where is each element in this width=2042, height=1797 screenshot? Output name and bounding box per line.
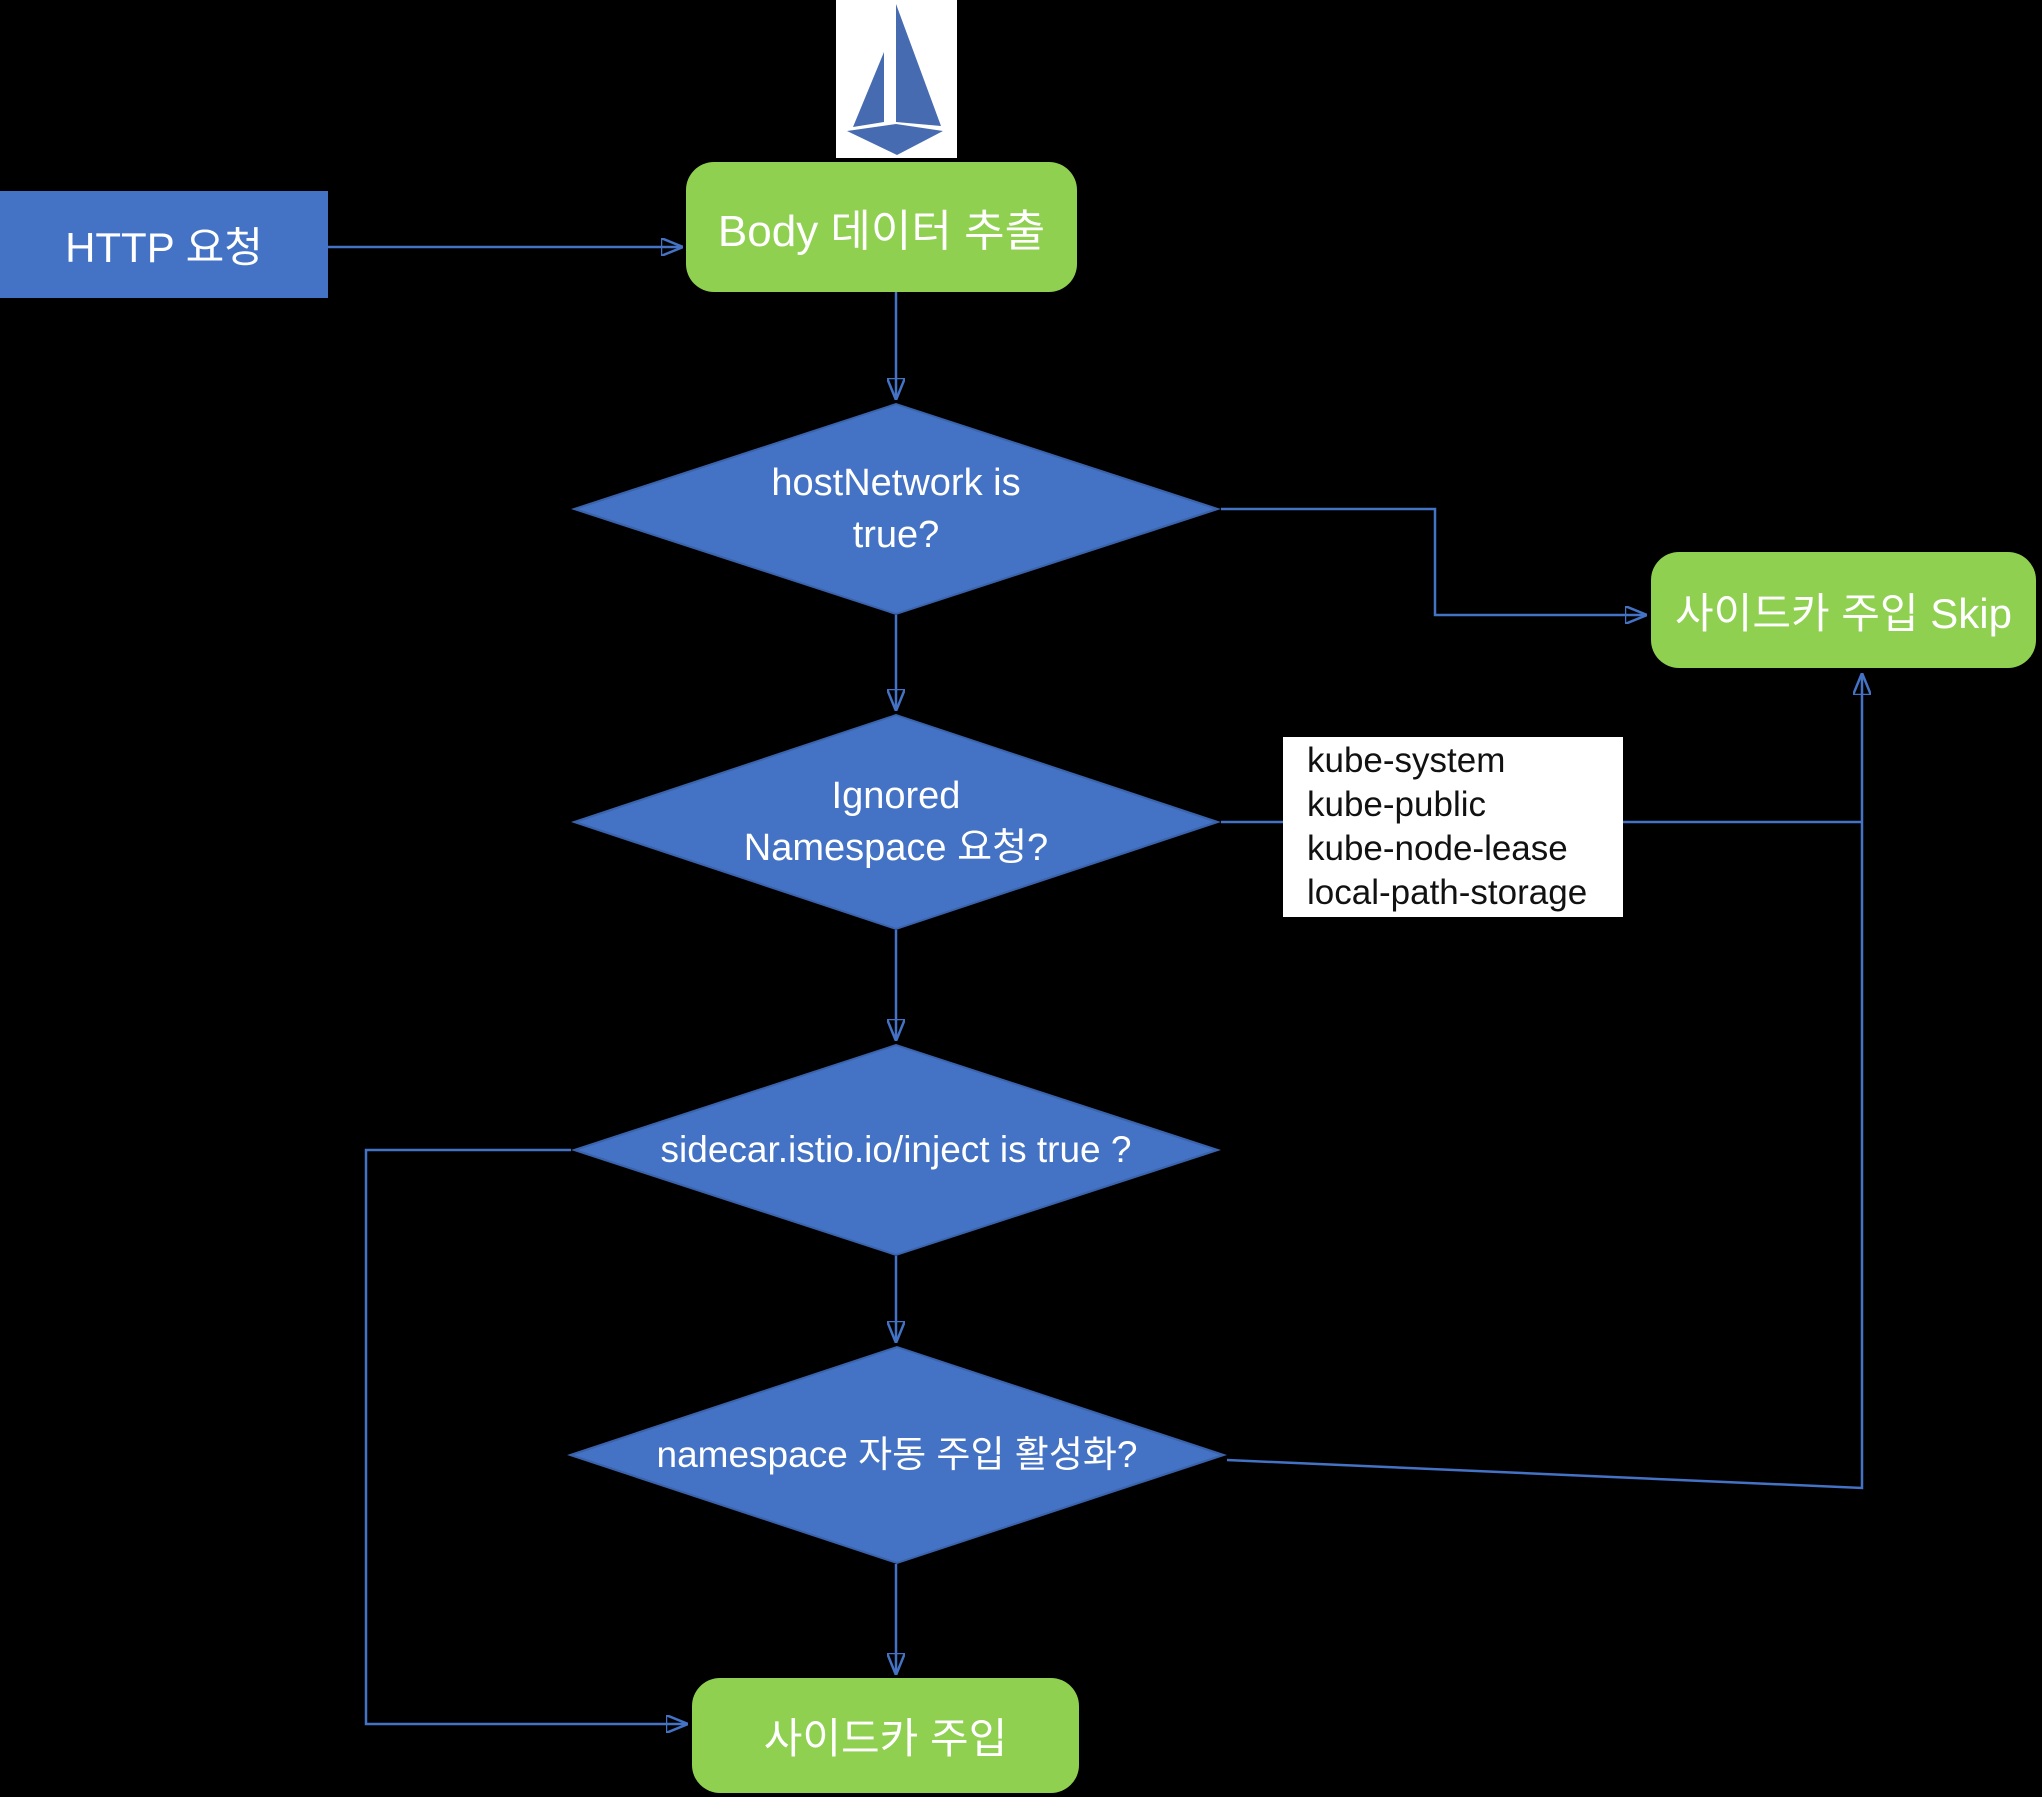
istio-logo (836, 0, 957, 158)
list-item: kube-public (1307, 785, 1486, 824)
sailboat-icon (847, 4, 943, 155)
node-namespace-auto-inject-decision-label: namespace 자동 주입 활성화? (567, 1346, 1227, 1564)
node-sidecar-inject: 사이드카 주입 (692, 1678, 1079, 1793)
node-sidecar-inject-skip-label: 사이드카 주입 Skip (1675, 589, 2012, 637)
label-line: true? (852, 514, 940, 556)
node-hostnetwork-decision-label: hostNetwork is true? (571, 403, 1221, 615)
label-line: namespace 자동 주입 활성화? (656, 1434, 1138, 1476)
list-item: kube-system (1307, 741, 1506, 780)
list-item: kube-node-lease (1307, 829, 1568, 868)
label-line: hostNetwork is (771, 461, 1021, 504)
node-ignored-namespace-decision: Ignored Namespace 요청? (571, 714, 1221, 930)
connector-hostnetwork-to-skip (1221, 507, 1644, 615)
connector-annotation-to-sidecar-inject (364, 1148, 685, 1724)
node-body-extract: Body 데이터 추출 (686, 162, 1077, 292)
label-line: Namespace 요청? (743, 827, 1049, 869)
connector-auto-inject-to-skip (1226, 676, 1862, 1490)
node-namespace-auto-inject-decision: namespace 자동 주입 활성화? (567, 1346, 1227, 1564)
node-http-request-label: HTTP 요청 (65, 224, 263, 271)
node-http-request: HTTP 요청 (0, 191, 328, 298)
node-sidecar-inject-skip: 사이드카 주입 Skip (1651, 552, 2036, 668)
node-body-extract-label: Body 데이터 추출 (717, 207, 1046, 256)
node-hostnetwork-decision: hostNetwork is true? (571, 403, 1221, 615)
ignored-namespace-list: kube-system kube-public kube-node-lease … (1283, 737, 1623, 917)
node-ignored-namespace-decision-label: Ignored Namespace 요청? (571, 714, 1221, 930)
node-sidecar-annotation-decision-label: sidecar.istio.io/inject is true ? (571, 1044, 1221, 1256)
list-item: local-path-storage (1307, 873, 1588, 912)
node-sidecar-inject-label: 사이드카 주입 (763, 1715, 1008, 1762)
label-line: sidecar.istio.io/inject is true ? (660, 1129, 1132, 1171)
node-sidecar-annotation-decision: sidecar.istio.io/inject is true ? (571, 1044, 1221, 1256)
label-line: Ignored (831, 774, 961, 817)
